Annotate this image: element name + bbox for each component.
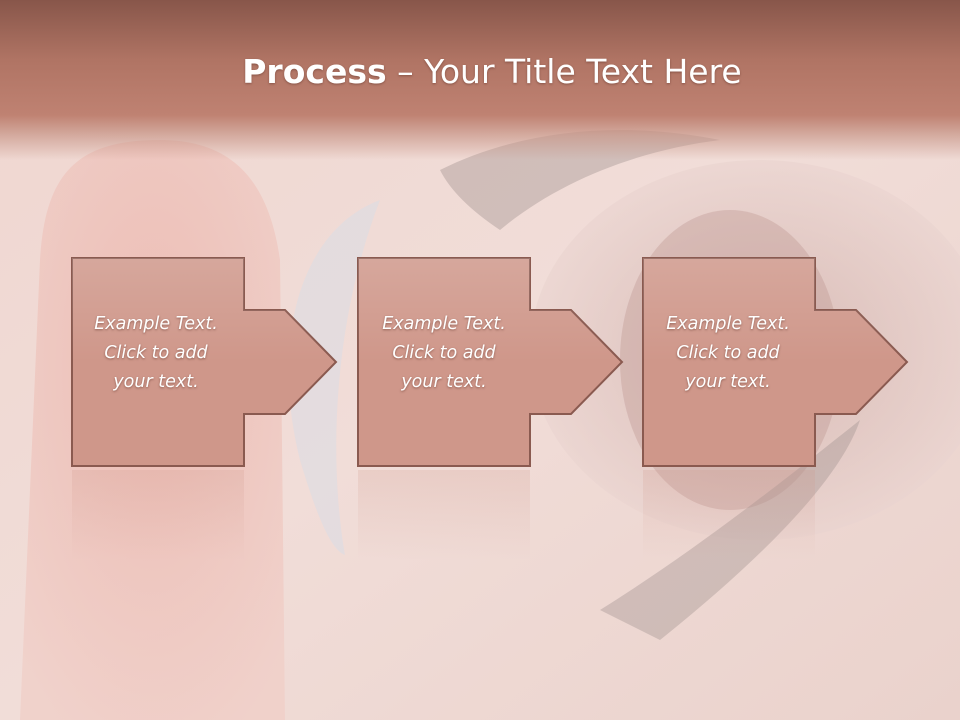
step-3-line-3: your text. [685,372,771,392]
reflection-3 [643,470,815,560]
slide-title[interactable]: Process – Your Title Text Here [0,52,960,91]
step-1-line-2: Click to add [104,343,208,363]
step-2-line-3: your text. [401,372,487,392]
title-bold: Process [242,52,387,91]
process-step-1-highlight [72,258,336,362]
contact-lens-shape [288,200,380,555]
reflection-1 [72,470,244,560]
step-3-line-2: Click to add [676,343,780,363]
process-step-3-text[interactable]: Example Text. Click to add your text. [643,310,813,397]
process-step-2-shape[interactable] [354,256,624,468]
title-bar [0,0,960,160]
step-1-line-3: your text. [113,372,199,392]
process-step-2-text[interactable]: Example Text. Click to add your text. [359,310,529,397]
process-step-3-highlight [643,258,907,362]
reflection-2 [358,470,530,560]
process-step-3-shape[interactable] [639,256,909,468]
box-reflections [72,470,815,560]
step-2-line-1: Example Text. [382,314,506,334]
process-step-1-shape[interactable] [68,256,338,468]
process-step-2-highlight [358,258,622,362]
step-3-line-1: Example Text. [666,314,790,334]
step-2-line-2: Click to add [392,343,496,363]
process-step-1-text[interactable]: Example Text. Click to add your text. [71,310,241,397]
step-1-line-1: Example Text. [94,314,218,334]
title-rest: – Your Title Text Here [386,52,742,91]
